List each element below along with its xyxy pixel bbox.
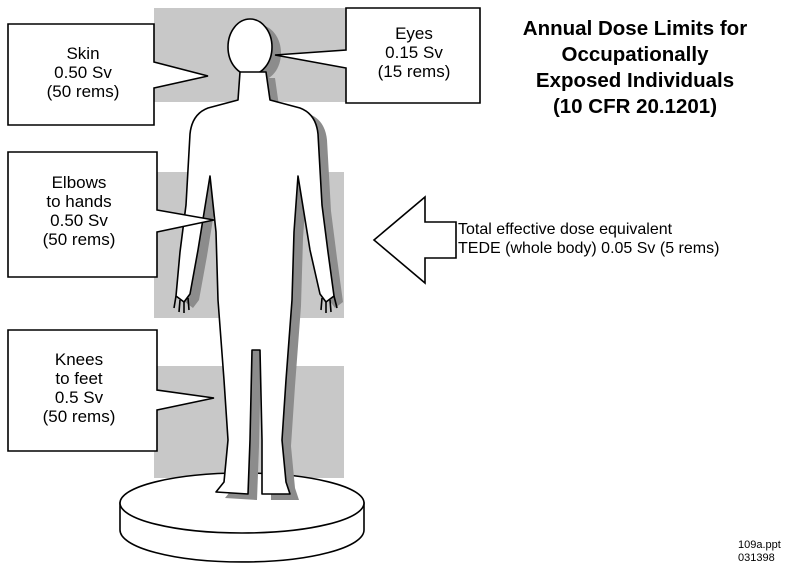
title-line-2: Occupationally [470,42,800,68]
eyes-dose: 0.15 Sv [352,43,476,62]
skin-label: Skin 0.50 Sv (50 rems) [24,44,142,101]
file-reference: 109a.ppt 031398 [738,539,781,565]
diagram-title: Annual Dose Limits for Occupationally Ex… [470,16,800,120]
tede-label: Total effective dose equivalent TEDE (wh… [458,220,719,258]
file-name: 109a.ppt [738,539,781,552]
knees-label: Knees to feet 0.5 Sv (50 rems) [20,350,138,426]
eyes-part: Eyes [352,24,476,43]
skin-part: Skin [24,44,142,63]
knees-part-1: Knees [20,350,138,369]
title-line-1: Annual Dose Limits for [470,16,800,42]
file-date: 031398 [738,552,781,565]
tede-arrow [374,197,456,283]
eyes-label: Eyes 0.15 Sv (15 rems) [352,24,476,81]
skin-dose: 0.50 Sv [24,63,142,82]
elbows-label: Elbows to hands 0.50 Sv (50 rems) [20,173,138,249]
tede-line-1: Total effective dose equivalent [458,220,719,239]
title-line-3: Exposed Individuals [470,68,800,94]
knees-dose: 0.5 Sv [20,388,138,407]
skin-rems: (50 rems) [24,82,142,101]
knees-rems: (50 rems) [20,407,138,426]
title-line-4: (10 CFR 20.1201) [470,94,800,120]
eyes-rems: (15 rems) [352,62,476,81]
tede-line-2: TEDE (whole body) 0.05 Sv (5 rems) [458,239,719,258]
elbows-dose: 0.50 Sv [20,211,138,230]
elbows-part-2: to hands [20,192,138,211]
elbows-rems: (50 rems) [20,230,138,249]
head [228,19,272,75]
knees-part-2: to feet [20,369,138,388]
elbows-part-1: Elbows [20,173,138,192]
